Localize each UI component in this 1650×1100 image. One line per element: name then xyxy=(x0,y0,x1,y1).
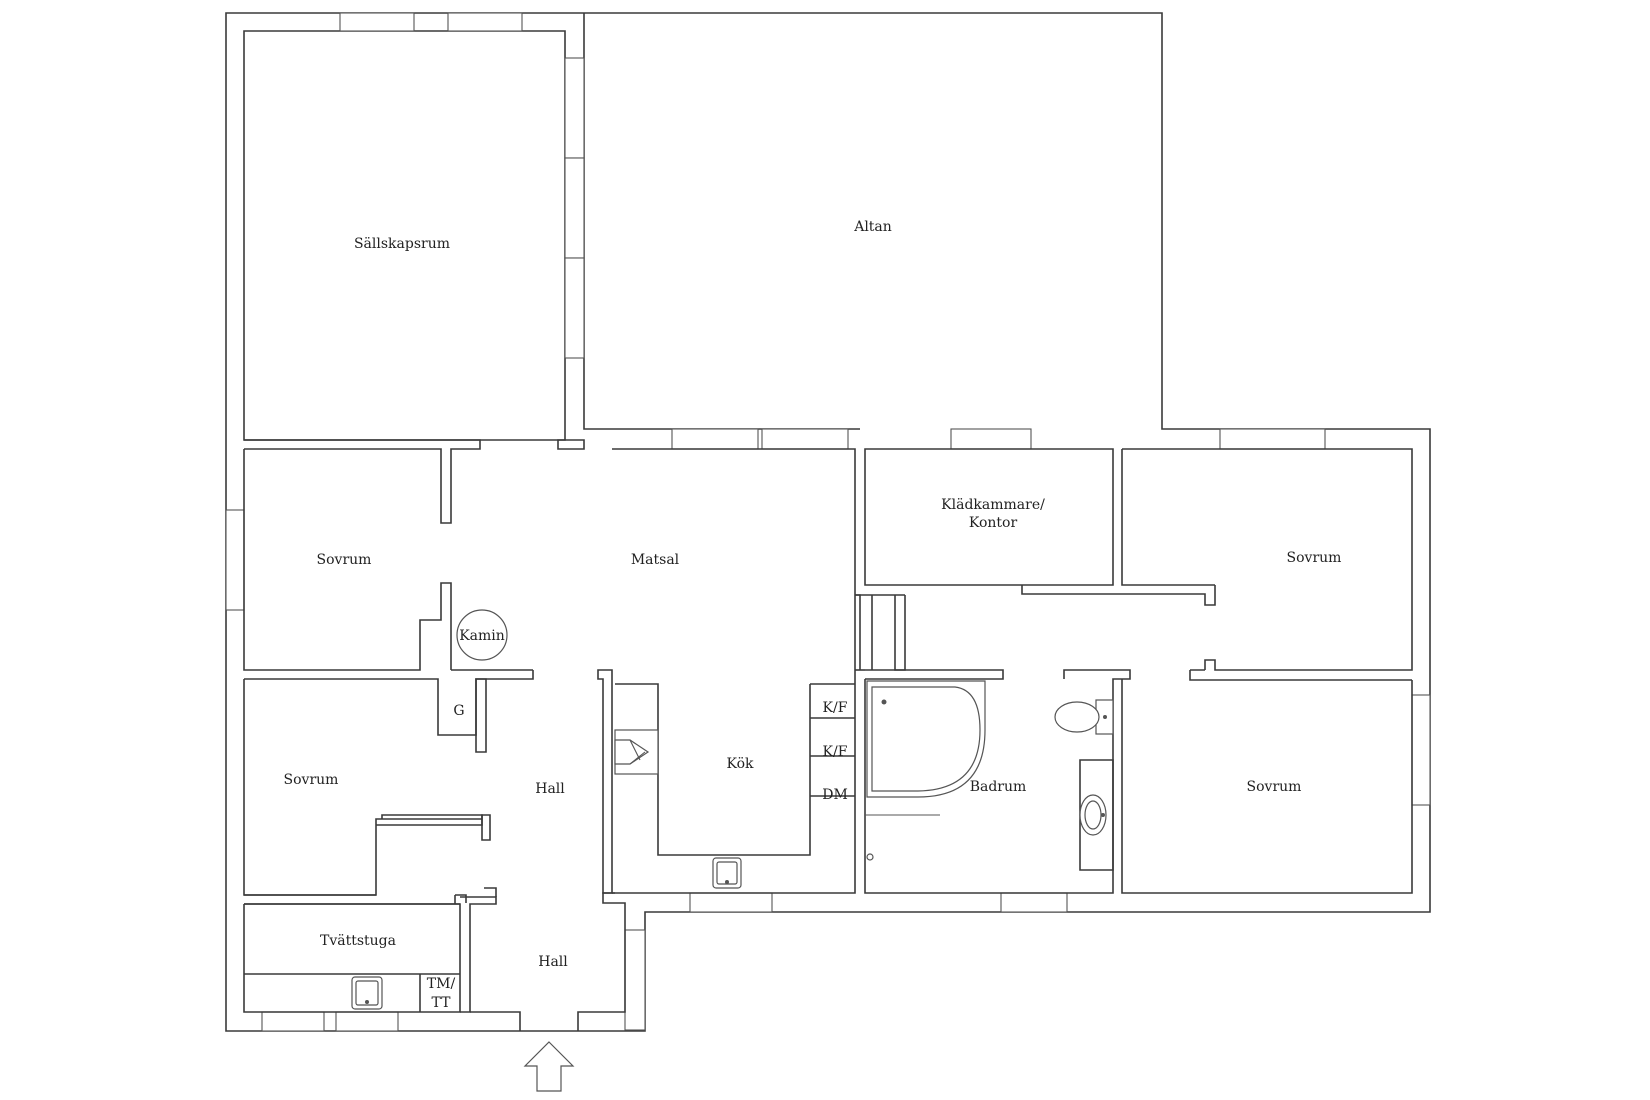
room-label-sovrum-w: Sovrum xyxy=(284,772,339,788)
room-label-hall-lower: Hall xyxy=(538,954,568,970)
room-label-kladkammare: Klädkammare/ xyxy=(941,497,1045,513)
arrow-up-icon xyxy=(523,1041,575,1092)
room-label-kok: Kök xyxy=(727,756,755,772)
room-label-kf-2: K/F xyxy=(823,744,848,760)
room-label-sovrum-se: Sovrum xyxy=(1247,779,1302,795)
room-label-kamin: Kamin xyxy=(459,628,505,644)
room-label-sallskapsrum: Sällskapsrum xyxy=(354,236,450,252)
fixtures xyxy=(351,609,1114,1010)
room-label-altan: Altan xyxy=(853,219,892,235)
room-label-tt: TT xyxy=(432,995,452,1011)
room-label-hall-upper: Hall xyxy=(535,781,565,797)
room-label-sovrum-ne: Sovrum xyxy=(1287,550,1342,566)
sink-icon xyxy=(1079,794,1107,836)
stove-hood-icon xyxy=(614,729,659,775)
corner-bathtub-icon xyxy=(866,680,986,798)
toilet-icon xyxy=(1054,699,1114,735)
room-label-sovrum-nw: Sovrum xyxy=(317,552,372,568)
room-label-dm: DM xyxy=(822,787,848,803)
outer-walls xyxy=(225,12,1431,1032)
room-label-tvattstuga: Tvättstuga xyxy=(320,933,396,949)
room-label-tm: TM/ xyxy=(427,976,456,992)
room-label-matsal: Matsal xyxy=(631,552,680,568)
room-label-kontor: Kontor xyxy=(969,515,1018,531)
room-label-badrum: Badrum xyxy=(970,779,1027,795)
sink-icon xyxy=(712,857,742,889)
sink-icon xyxy=(351,976,383,1010)
fireplace-icon xyxy=(456,609,508,661)
windows xyxy=(225,12,1431,1032)
room-labels: Sällskapsrum Altan Sovrum Matsal Klädkam… xyxy=(284,219,1342,1011)
room-label-g: G xyxy=(453,703,464,719)
room-label-kf-1: K/F xyxy=(823,700,848,716)
interior-walls xyxy=(243,439,1413,1031)
